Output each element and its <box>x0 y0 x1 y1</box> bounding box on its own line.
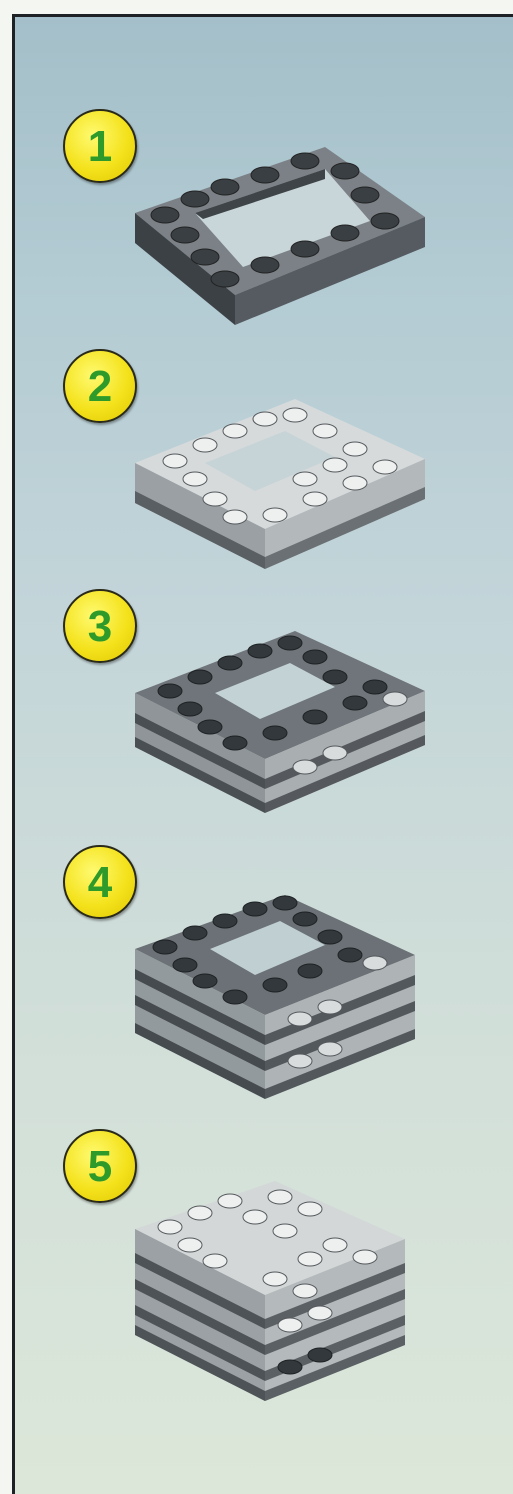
step-number: 3 <box>88 605 112 649</box>
step-number: 5 <box>88 1145 112 1189</box>
step-number: 4 <box>88 861 112 905</box>
lego-dark-frame-stack-icon <box>125 885 435 1115</box>
step-number: 2 <box>88 365 112 409</box>
lego-frame-plate-icon <box>125 135 435 335</box>
lego-dark-plate-layer-icon <box>125 617 435 827</box>
instruction-page: 1 2 <box>12 14 513 1494</box>
step-number: 1 <box>88 125 112 169</box>
lego-light-brick-stack-icon <box>125 1175 425 1415</box>
lego-light-bricks-layer-icon <box>125 379 435 589</box>
